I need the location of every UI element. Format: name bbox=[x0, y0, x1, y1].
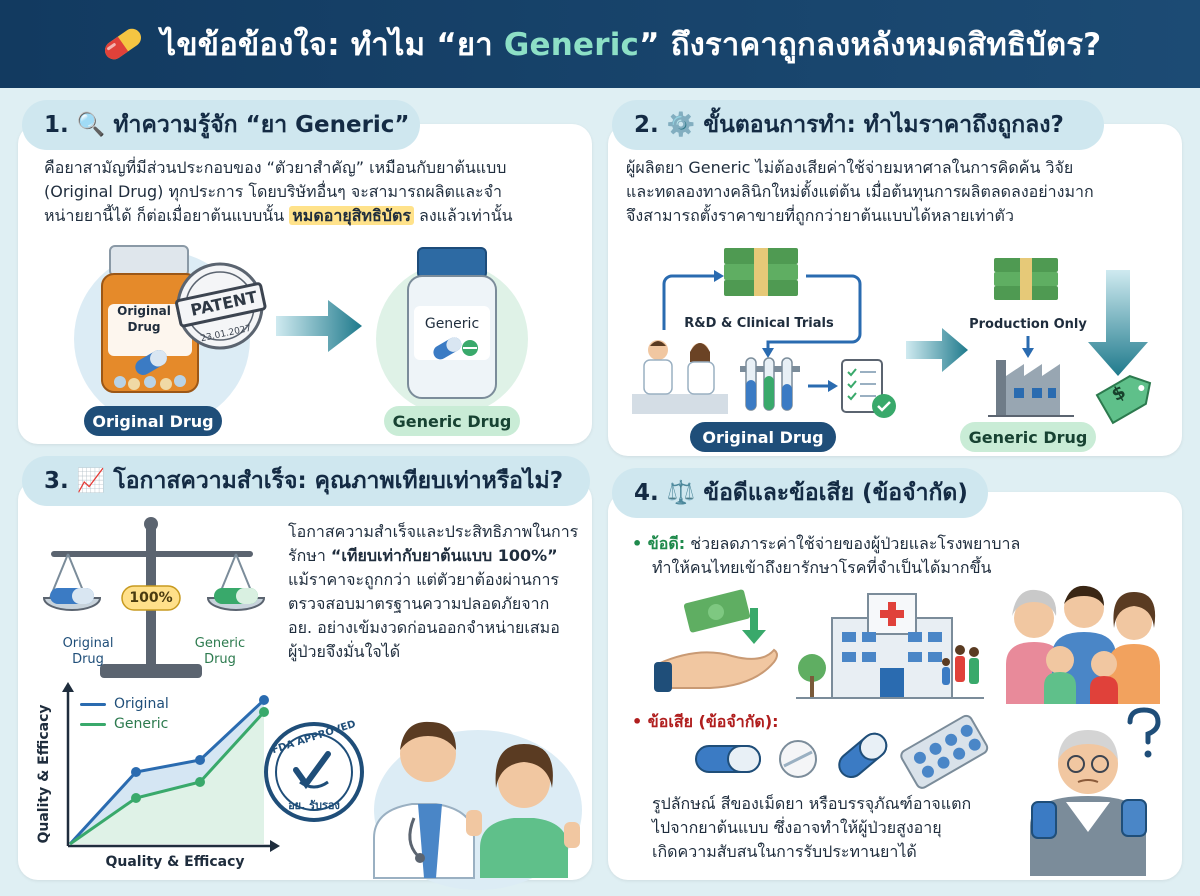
rd-flow-illustration bbox=[632, 248, 896, 418]
section-1-title: 1. 🔍 ทำความรู้จัก “ยา Generic” bbox=[22, 100, 420, 150]
cons-line-1: รูปลักษณ์ สีของเม็ดยา หรือบรรจุภัณฑ์อาจแ… bbox=[652, 794, 972, 813]
section-1-line-2: (Original Drug) ทุกประการ โดยบริษัทอื่นๆ… bbox=[44, 182, 502, 201]
generic-point bbox=[131, 793, 141, 803]
arrow-right-icon bbox=[906, 328, 968, 372]
pros-label: ข้อดี: bbox=[647, 534, 686, 553]
legend-label-generic: Generic bbox=[114, 716, 169, 732]
section-1-text: คือยาสามัญที่มีส่วนประกอบของ “ตัวยาสำคัญ… bbox=[44, 156, 584, 228]
rd-clinical-trials-label: R&D & Clinical Trials bbox=[684, 316, 834, 331]
arrow-right-icon bbox=[276, 300, 362, 352]
section-3-line-3: แม้ราคาจะถูกกว่า แต่ตัวยาต้องผ่านการ bbox=[288, 570, 560, 589]
legend-item-generic: Generic bbox=[80, 714, 169, 734]
cons-label: ข้อเสีย (ข้อจำกัด): bbox=[647, 712, 779, 731]
section-3-line-5: อย. อย่างเข้มงวดก่อนออกจำหน่ายเสมอ bbox=[288, 618, 560, 637]
cons-line-2: ไปจากยาต้นแบบ ซึ่งอาจทำให้ผู้ป่วยสูงอายุ bbox=[652, 818, 942, 837]
section-1-line-1: คือยาสามัญที่มีส่วนประกอบของ “ตัวยาสำคัญ… bbox=[44, 158, 507, 177]
patent-expiry-highlight: หมดอายุสิทธิบัตร bbox=[289, 206, 414, 225]
hospital-illustration bbox=[796, 593, 984, 699]
generic-point bbox=[195, 777, 205, 787]
legend-label-original: Original bbox=[114, 696, 169, 712]
legend-swatch-original bbox=[80, 702, 106, 706]
cons-text: รูปลักษณ์ สีของเม็ดยา หรือบรรจุภัณฑ์อาจแ… bbox=[652, 792, 1022, 864]
scale-label-original: Original Drug bbox=[62, 636, 114, 667]
factory-icon bbox=[988, 360, 1074, 417]
original-drug-tag: Original Drug bbox=[84, 406, 222, 436]
production-only-label: Production Only bbox=[969, 317, 1087, 332]
family-illustration bbox=[1006, 585, 1160, 704]
arrow-down-icon bbox=[1088, 270, 1148, 376]
quality-efficacy-chart bbox=[62, 682, 280, 852]
pros-line-1: ช่วยลดภาระค่าใช้จ่ายของผู้ป่วยและโรงพยาบ… bbox=[685, 534, 1021, 553]
money-stack-icon bbox=[724, 248, 798, 296]
generic-drug-tag: Generic Drug bbox=[384, 406, 520, 436]
scale-label-generic: Generic Drug bbox=[194, 636, 246, 667]
original-bottle-label: Original Drug bbox=[117, 304, 171, 334]
original-point bbox=[131, 767, 141, 777]
doctor-patient-illustration bbox=[373, 721, 582, 890]
original-drug-illustration bbox=[74, 245, 267, 427]
original-line bbox=[68, 698, 266, 846]
section-2-text: ผู้ผลิตยา Generic ไม่ต้องเสียค่าใช้จ่ายม… bbox=[626, 156, 1176, 228]
con-bullet-icon: • bbox=[632, 712, 648, 731]
section-3-text: โอกาสความสำเร็จและประสิทธิภาพในการ รักษา… bbox=[288, 520, 588, 664]
section-1-line-3b: ลงแล้วเท่านั้น bbox=[413, 206, 513, 225]
test-tubes-icon bbox=[740, 357, 800, 411]
section-2-line-1: ผู้ผลิตยา Generic ไม่ต้องเสียค่าใช้จ่ายม… bbox=[626, 158, 1074, 177]
production-illustration bbox=[988, 258, 1152, 425]
section-3-title: 3. 📈 โอกาสความสำเร็จ: คุณภาพเทียบเท่าหรื… bbox=[22, 456, 590, 506]
page-header: ไขข้อข้องใจ: ทำไม “ยา Generic” ถึงราคาถู… bbox=[0, 0, 1200, 88]
original-area bbox=[70, 700, 264, 844]
generic-line bbox=[69, 710, 266, 846]
cons-line-3: เกิดความสับสนในการรับประทานยาได้ bbox=[652, 842, 917, 861]
scientists-icon bbox=[632, 340, 728, 414]
patent-stamp bbox=[175, 262, 267, 350]
balance-scale-illustration bbox=[42, 517, 266, 678]
cons-heading: • ข้อเสีย (ข้อจำกัด): bbox=[632, 710, 932, 734]
savings-hand-illustration bbox=[654, 589, 778, 692]
section-2-line-2: และทดลองทางคลินิกใหม่ตั้งแต่ต้น เมื่อต้น… bbox=[626, 182, 1094, 201]
capsule-icon bbox=[104, 28, 141, 60]
pills-variety-illustration bbox=[695, 714, 989, 789]
section-3-line-2a: รักษา bbox=[288, 546, 331, 565]
original-point bbox=[259, 695, 269, 705]
title-prefix: ไขข้อข้องใจ: ทำไม “ยา bbox=[160, 27, 504, 63]
fda-seal-bottom-text: อย. รับรอง bbox=[288, 799, 340, 812]
generic-drug-illustration bbox=[376, 247, 528, 415]
original-drug-tag-2: Original Drug bbox=[690, 422, 836, 452]
generic-drug-tag-2: Generic Drug bbox=[960, 422, 1096, 452]
section-2-line-3: จึงสามารถตั้งราคาขายที่ถูกกว่ายาต้นแบบได… bbox=[626, 206, 1014, 225]
pros-text: • ข้อดี: ช่วยลดภาระค่าใช้จ่ายของผู้ป่วยแ… bbox=[632, 532, 1178, 580]
y-axis-label: Quality & Efficacy bbox=[36, 704, 52, 844]
section-4-title: 4. ⚖️ ข้อดีและข้อเสีย (ข้อจำกัด) bbox=[612, 468, 988, 518]
section-3-line-4: ตรวจสอบมาตรฐานความปลอดภัยจาก bbox=[288, 594, 550, 613]
page-title: ไขข้อข้องใจ: ทำไม “ยา Generic” ถึงราคาถู… bbox=[161, 19, 1102, 69]
original-point bbox=[195, 755, 205, 765]
chart-legend: Original Generic bbox=[80, 694, 169, 734]
pros-line-2: ทำให้คนไทยเข้าถึงยารักษาโรคที่จำเป็นได้ม… bbox=[652, 558, 992, 577]
equivalence-statement: “เทียบเท่ากับยาต้นแบบ 100%” bbox=[330, 546, 558, 565]
fda-approved-seal bbox=[264, 722, 364, 822]
x-axis-label: Quality & Efficacy bbox=[105, 854, 245, 870]
pro-bullet-icon: • bbox=[632, 534, 648, 553]
title-highlight: Generic bbox=[503, 27, 640, 63]
price-tag-icon bbox=[1095, 375, 1152, 425]
section-2-title: 2. ⚙️ ขั้นตอนการทำ: ทำไมราคาถึงถูกลง? bbox=[612, 100, 1104, 150]
legend-item-original: Original bbox=[80, 694, 169, 714]
checklist-icon bbox=[841, 359, 896, 418]
section-3-line-6: ผู้ป่วยจึงมั่นใจได้ bbox=[288, 642, 401, 661]
confused-elderly-illustration bbox=[1030, 707, 1161, 876]
section-3-line-1: โอกาสความสำเร็จและประสิทธิภาพในการ bbox=[288, 522, 579, 541]
patient-icon bbox=[480, 744, 580, 878]
generic-bottle-label: Generic bbox=[424, 316, 480, 332]
legend-swatch-generic bbox=[80, 722, 106, 726]
title-suffix: ” ถึงราคาถูกลงหลังหมดสิทธิบัตร? bbox=[639, 27, 1102, 63]
doctor-icon bbox=[373, 721, 482, 879]
generic-point bbox=[259, 707, 269, 717]
equivalence-badge: 100% bbox=[129, 590, 173, 606]
money-stack-small-icon bbox=[994, 258, 1058, 300]
family-walking-icon bbox=[942, 645, 979, 685]
section-1-line-3a: หน่ายยานี้ได้ ก็ต่อเมื่อยาต้นแบบนั้น bbox=[44, 206, 290, 225]
